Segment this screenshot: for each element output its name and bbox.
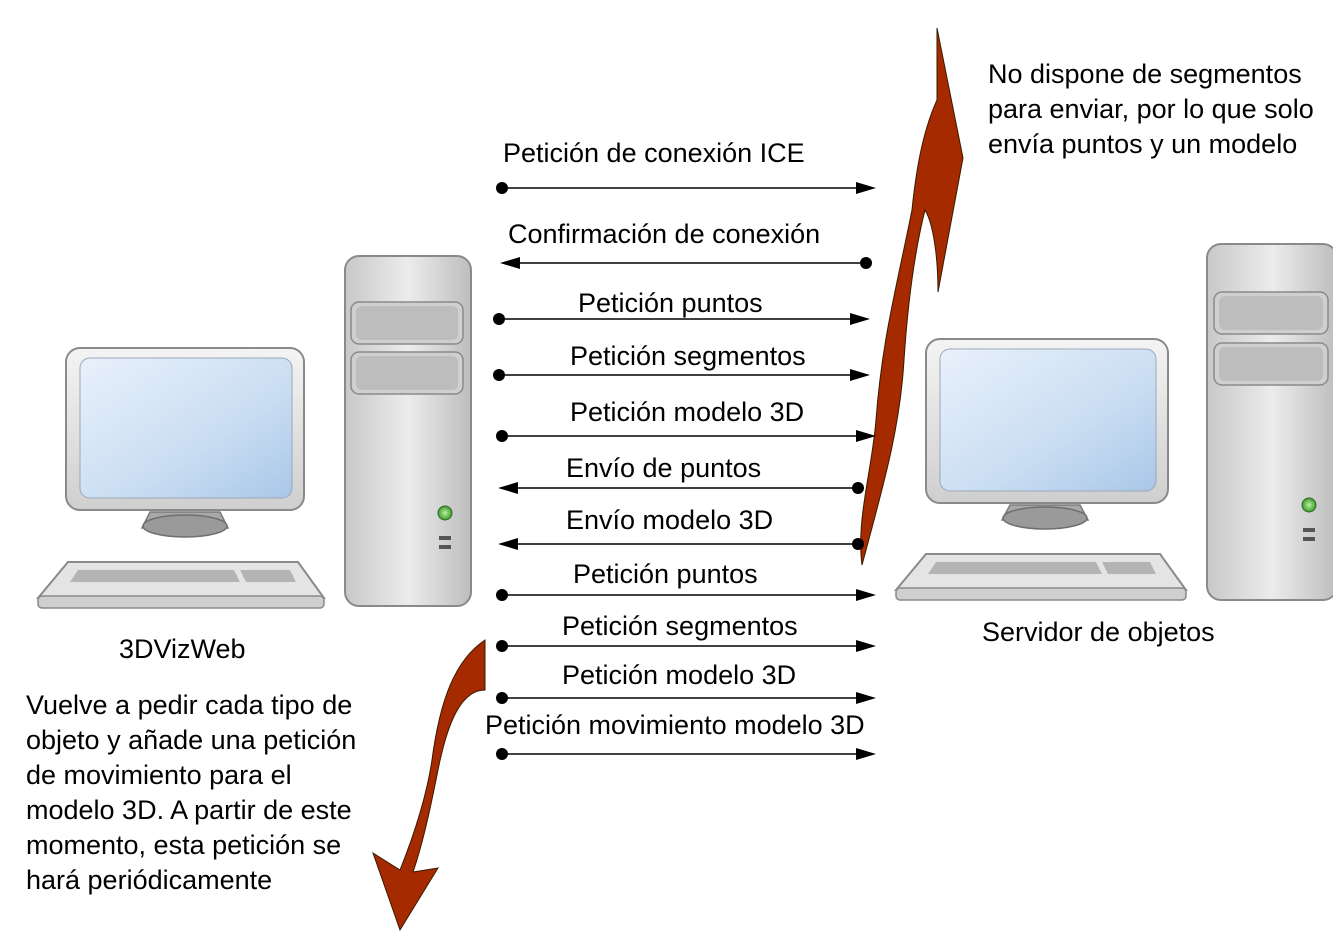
message-origin-dot xyxy=(496,430,508,442)
arrowhead-icon xyxy=(850,369,870,381)
message-arrow xyxy=(496,430,876,442)
message-arrow xyxy=(496,182,876,194)
client-callout-arrow xyxy=(372,639,486,932)
client-note: Vuelve a pedir cada tipo de objeto y aña… xyxy=(26,690,357,895)
message-origin-dot xyxy=(852,482,864,494)
message-arrows xyxy=(493,182,876,760)
message-arrow xyxy=(498,482,864,494)
arrowhead-icon xyxy=(500,257,520,269)
server-monitor-icon xyxy=(925,338,1169,530)
message-origin-dot xyxy=(493,313,505,325)
client-tower-icon xyxy=(344,255,472,607)
message-origin-dot xyxy=(496,692,508,704)
message-arrow xyxy=(498,538,864,550)
arrowhead-icon xyxy=(850,313,870,325)
message-arrow xyxy=(496,692,876,704)
message-label: Petición puntos xyxy=(573,559,758,589)
message-label: Envío de puntos xyxy=(566,453,762,483)
server-label: Servidor de objetos xyxy=(982,617,1215,647)
message-origin-dot xyxy=(496,589,508,601)
client-keyboard-icon xyxy=(35,561,326,609)
message-label: Confirmación de conexión xyxy=(508,219,821,249)
message-arrow xyxy=(493,369,870,381)
message-origin-dot xyxy=(496,748,508,760)
message-origin-dot xyxy=(852,538,864,550)
message-label: Petición de conexión ICE xyxy=(503,138,805,168)
message-arrow xyxy=(496,640,876,652)
server-keyboard-icon xyxy=(893,553,1188,601)
arrowhead-icon xyxy=(856,589,876,601)
message-arrow xyxy=(493,313,870,325)
message-label: Petición segmentos xyxy=(562,611,798,641)
message-label: Petición modelo 3D xyxy=(570,397,805,427)
server-note: No dispone de segmentos para enviar, por… xyxy=(988,59,1314,159)
server-tower-icon xyxy=(1206,243,1333,601)
server-computer-icon xyxy=(893,243,1333,601)
message-arrow xyxy=(500,257,872,269)
arrowhead-icon xyxy=(856,640,876,652)
arrowhead-icon xyxy=(856,430,876,442)
message-label: Petición modelo 3D xyxy=(562,660,797,690)
message-origin-dot xyxy=(496,182,508,194)
message-origin-dot xyxy=(493,369,505,381)
message-arrow xyxy=(496,589,876,601)
message-origin-dot xyxy=(496,640,508,652)
arrowhead-icon xyxy=(856,748,876,760)
client-computer-icon xyxy=(35,255,472,609)
server-callout-arrow xyxy=(860,27,964,566)
message-arrow xyxy=(496,748,876,760)
arrowhead-icon xyxy=(498,482,518,494)
arrowhead-icon xyxy=(856,692,876,704)
message-label: Envío modelo 3D xyxy=(566,505,774,535)
arrowhead-icon xyxy=(498,538,518,550)
client-monitor-icon xyxy=(65,347,305,538)
message-origin-dot xyxy=(860,257,872,269)
client-label: 3DVizWeb xyxy=(119,634,246,664)
message-label: Petición movimiento modelo 3D xyxy=(485,710,865,740)
arrowhead-icon xyxy=(856,182,876,194)
message-label: Petición segmentos xyxy=(570,341,806,371)
message-label: Petición puntos xyxy=(578,288,763,318)
